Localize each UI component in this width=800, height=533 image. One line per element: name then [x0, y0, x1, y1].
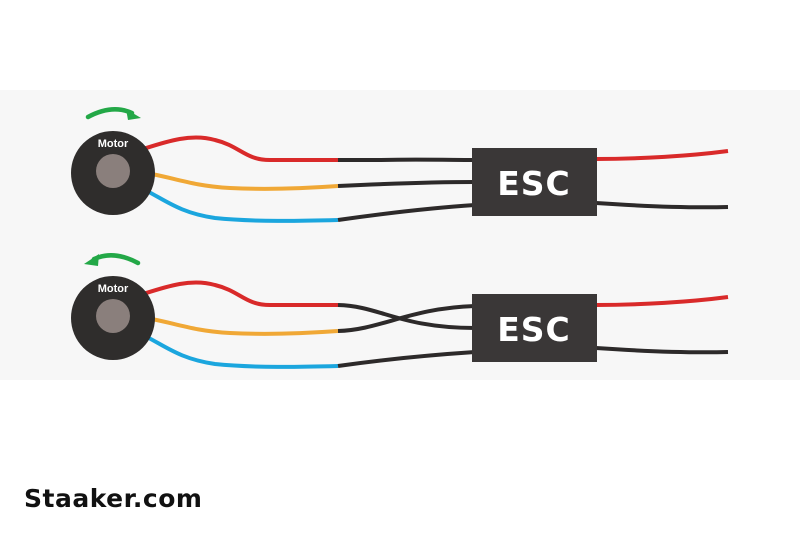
esc-label: ESC: [497, 164, 571, 203]
phase-wire-c: [337, 350, 476, 368]
motor: Motor: [71, 276, 155, 360]
esc-box: [472, 148, 597, 216]
esc-positive-wire: [595, 149, 729, 161]
esc: ESC: [472, 148, 597, 216]
esc: ESC: [472, 294, 597, 362]
motor-blue-lead: [144, 188, 339, 223]
row-reversed-rotation: Motor ESC: [71, 253, 729, 369]
watermark-text: Staaker.com: [24, 484, 203, 513]
phase-wire-b-crossed: [337, 304, 476, 333]
esc-label: ESC: [497, 310, 571, 349]
phase-wire-a-crossed: [337, 303, 476, 330]
esc-negative-wire: [595, 346, 729, 355]
motor-label: Motor: [98, 138, 129, 150]
rotation-arrow-head-icon: [126, 109, 141, 120]
motor-blue-lead: [144, 334, 339, 369]
motor-red-lead: [139, 280, 338, 307]
motor-orange-lead: [139, 315, 339, 336]
motor-orange-lead: [139, 170, 339, 191]
esc-box: [472, 294, 597, 362]
phase-wire-c: [337, 203, 476, 222]
motor: Motor: [71, 131, 155, 215]
motor-red-lead: [139, 135, 338, 162]
motor-hub: [96, 154, 130, 188]
phase-wire-b: [337, 180, 476, 188]
motor-hub: [96, 299, 130, 333]
rotation-arrow-head-icon: [84, 254, 99, 266]
esc-positive-wire: [595, 295, 729, 307]
esc-negative-wire: [595, 201, 729, 210]
row-normal-rotation: Motor ESC: [71, 107, 729, 223]
motor-label: Motor: [98, 283, 129, 295]
